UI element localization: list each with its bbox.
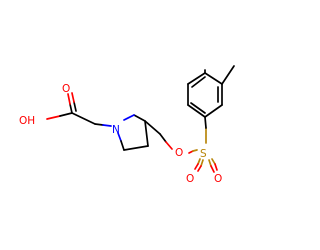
aryl-inner-double-bond xyxy=(190,102,206,114)
s-o-bottom-a-s xyxy=(208,159,212,167)
chemical-structure: OH O N O S O O xyxy=(19,65,235,185)
ring-bond xyxy=(123,145,149,151)
pyrrolidine-ring xyxy=(117,114,149,151)
ch2-n-bond-c xyxy=(94,123,104,126)
c-ch2-bond xyxy=(71,112,96,125)
atom-s-label: S xyxy=(200,148,207,160)
aryl-bond xyxy=(204,104,223,118)
aryl-bond xyxy=(187,72,206,85)
atom-s-o-bottom-label: O xyxy=(214,173,222,185)
aryl-bond xyxy=(187,104,206,118)
n-c-bond-n xyxy=(117,132,122,142)
c-o-double-bond-b-o xyxy=(71,92,75,103)
ch2-o-bond-c xyxy=(159,133,167,143)
c-oh-bond xyxy=(46,115,61,120)
n-c-bond-c xyxy=(120,140,125,151)
ring-bond-c xyxy=(133,114,146,122)
c-o-double-bond-a-c xyxy=(69,103,73,114)
s-o-top-a-o xyxy=(194,163,199,170)
carboxylic-acid-group xyxy=(46,92,112,127)
c-o-double-bond-b-c xyxy=(73,101,77,112)
s-o-top-b-o xyxy=(197,165,202,172)
c-o-double-bond-a-o xyxy=(67,93,71,105)
atom-oh-label: OH xyxy=(19,115,35,127)
methyl-bond xyxy=(221,65,235,85)
atom-n-label: N xyxy=(112,124,120,136)
aryl-inner-double-bond xyxy=(191,76,206,88)
ring-ch2-bond xyxy=(144,120,161,135)
s-o-bottom-b-s xyxy=(211,158,216,165)
ring-bond-n xyxy=(123,114,135,121)
atom-ether-o-label: O xyxy=(175,147,183,159)
s-aryl-bond-c xyxy=(204,116,207,129)
ch2-o-bond-o xyxy=(165,141,173,150)
s-o-top-b-s xyxy=(200,159,204,167)
atom-carbonyl-o-label: O xyxy=(62,83,70,95)
s-o-bottom-a-o xyxy=(210,165,215,173)
aryl-bond xyxy=(204,72,223,85)
s-o-bottom-b-o xyxy=(214,163,218,171)
o-s-bond-s xyxy=(192,149,198,152)
ring-bond xyxy=(144,120,149,147)
methylene-oxy-linker xyxy=(144,120,198,154)
structure-canvas: OH O N O S O O xyxy=(19,65,235,185)
ch2-n-bond-n xyxy=(102,124,112,127)
toluene-ring xyxy=(187,65,235,118)
s-o-top-a-s xyxy=(197,158,201,165)
sulfonyl-group xyxy=(194,116,218,173)
c-oh-bond-c-half xyxy=(59,112,73,117)
atom-s-o-top-label: O xyxy=(186,173,194,185)
